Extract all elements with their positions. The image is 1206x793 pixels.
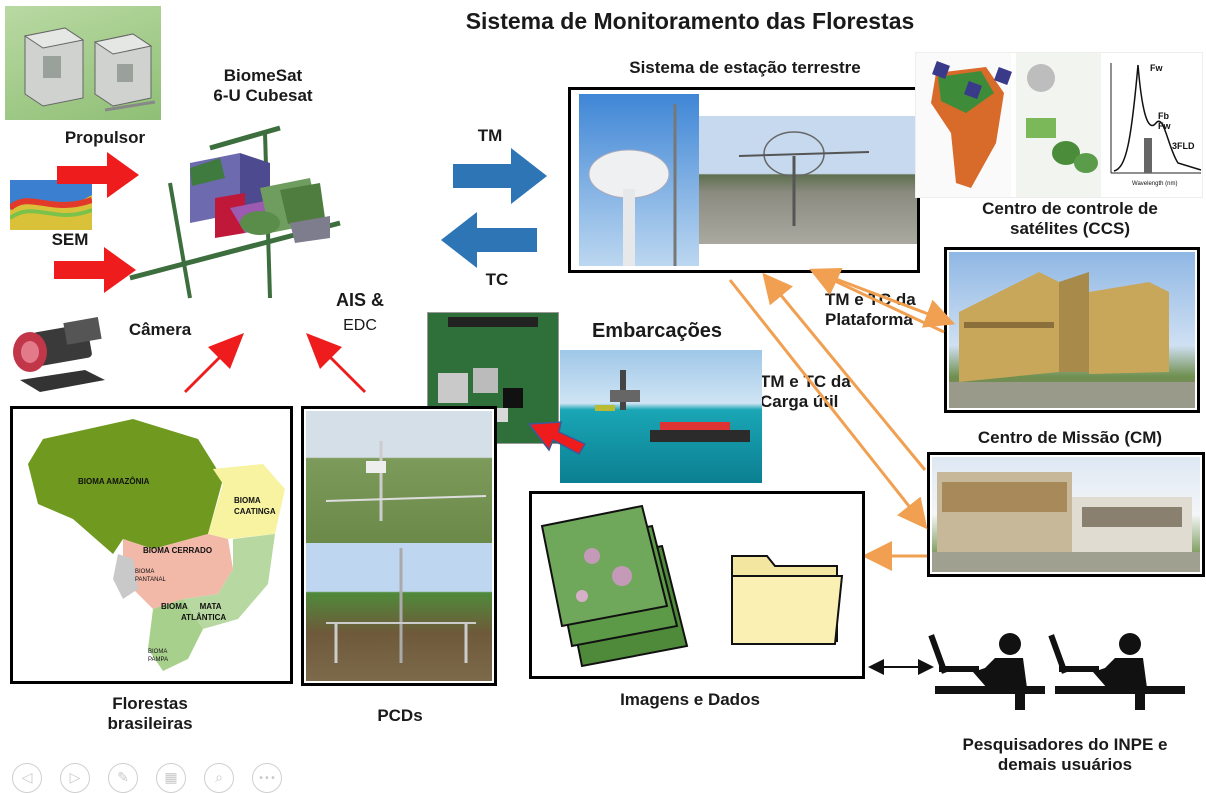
ais-edc-label: AIS &EDC (335, 290, 384, 334)
boats-photo (560, 350, 762, 483)
ccs-figure: Fw Fb Fw 3FLD Wavelength (nm) (915, 52, 1203, 198)
images-label: Imagens e Dados (620, 690, 760, 709)
ccs-building-photo (949, 252, 1195, 408)
more-options-icon[interactable]: ••• (252, 763, 282, 793)
tm-arrow (453, 148, 547, 204)
cm-building-box (927, 452, 1205, 577)
spectrum-xaxis-label: Wavelength (nm) (1132, 181, 1178, 187)
cubesat-diagram (129, 125, 341, 299)
ccs-building-box (944, 247, 1200, 413)
pcd-photo-2 (306, 543, 492, 681)
pen-icon[interactable]: ✎ (108, 763, 138, 793)
zoom-icon[interactable]: ⌕ (204, 763, 234, 793)
propulsor-arrow (57, 152, 139, 198)
tm-label: TM (477, 126, 503, 145)
cm-building-photo (932, 457, 1200, 572)
pcds-label: PCDs (377, 706, 423, 725)
biome-amazonia-label: BIOMA AMAZÔNIA (78, 477, 150, 486)
images-data-box (529, 491, 865, 679)
pcd-up-arrow (306, 333, 366, 393)
slides-grid-icon[interactable]: ▦ (156, 763, 186, 793)
spectrum-fld-label: 3FLD (1172, 141, 1195, 151)
ground-station-box (568, 87, 920, 273)
ground-station-title: Sistema de estação terrestre (629, 58, 861, 77)
pcds-box (301, 406, 497, 686)
cubesat-photo (5, 6, 161, 120)
next-slide-icon[interactable]: ▷ (60, 763, 90, 793)
spectrum-fw-label: Fw (1150, 63, 1163, 73)
pcd-photo-1 (306, 411, 492, 543)
image-stack (540, 504, 689, 668)
sem-label: SEM (51, 230, 89, 249)
camera-label: Câmera (128, 320, 192, 339)
brazil-map (28, 419, 285, 671)
camera-image (5, 310, 110, 395)
boats-arrow (527, 421, 587, 455)
users-icon (928, 633, 1185, 710)
cm-label: Centro de Missão (CM) (977, 428, 1163, 447)
folder-icon (731, 555, 844, 645)
spectrum-fw2-label: Fw (1158, 121, 1171, 131)
tc-label: TC (485, 270, 509, 289)
tc-arrow (441, 212, 537, 268)
antenna-array-photo (699, 116, 917, 244)
forest-up-arrow (184, 333, 244, 393)
previous-slide-icon[interactable]: ◁ (12, 763, 42, 793)
propulsor-label: Propulsor (64, 128, 146, 147)
page-title: Sistema de Monitoramento das Florestas (465, 8, 915, 34)
spectrum-fb-label: Fb (1158, 111, 1169, 121)
boats-label: Embarcações (591, 320, 723, 342)
sem-arrow (54, 247, 136, 293)
biome-cerrado-label: BIOMA CERRADO (143, 546, 213, 555)
antenna-dish-photo (579, 94, 699, 266)
sem-thumbnail (10, 180, 92, 230)
